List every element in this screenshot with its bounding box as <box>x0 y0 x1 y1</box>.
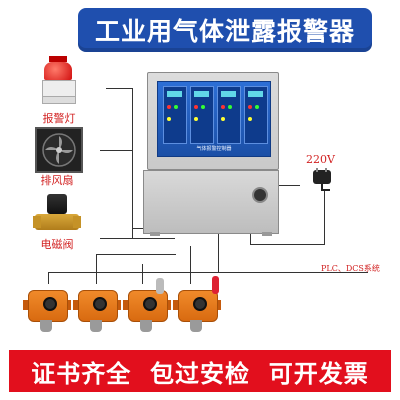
exhaust-fan-label: 排风扇 <box>40 174 74 187</box>
wire-plc-line <box>218 272 318 273</box>
wire-bus-drop-controller <box>218 232 219 272</box>
wire-det3 <box>142 264 143 284</box>
wire-left-vertical <box>132 88 133 238</box>
cabinet-lock-icon <box>252 187 268 203</box>
controller-cabinet-bottom <box>143 170 279 234</box>
wire-output-drop <box>250 232 251 244</box>
controller-cabinet-top: 气体报警控制器 <box>147 72 279 170</box>
plc-dcs-label: PLC、DCS系统 <box>321 264 380 273</box>
alarm-light-label: 报警灯 <box>42 112 76 125</box>
gas-detector-4-icon <box>172 276 222 334</box>
alarm-light-icon <box>40 56 76 106</box>
footer-slogan: 证书齐全 包过安检 可开发票 <box>31 359 369 388</box>
wire-det2-h <box>96 254 176 255</box>
exhaust-fan-icon <box>35 127 83 173</box>
page-title: 工业用气体泄露报警器 <box>94 17 355 46</box>
wire-cabinet-left <box>132 228 144 229</box>
gas-detector-2-icon <box>72 282 122 334</box>
cabinet-foot-right <box>262 232 272 236</box>
wire-det2 <box>96 254 97 284</box>
wire-output-vertical <box>324 190 325 245</box>
cabinet-foot-left <box>150 232 160 236</box>
controller-display-panel: 气体报警控制器 <box>157 81 271 157</box>
wire-bus-top <box>48 272 368 273</box>
title-banner: 工业用气体泄露报警器 <box>78 8 372 52</box>
power-label: 220V <box>306 153 335 166</box>
channel-3-display <box>217 86 241 144</box>
channel-2-display <box>190 86 214 144</box>
wire-fan <box>100 150 132 151</box>
panel-caption: 气体报警控制器 <box>196 146 232 152</box>
wire-power <box>278 185 300 186</box>
gas-detector-1-icon <box>22 282 72 334</box>
wire-det4 <box>190 246 191 284</box>
solenoid-valve-label: 电磁阀 <box>40 238 74 251</box>
footer-banner: 证书齐全 包过安检 可开发票 <box>9 350 391 392</box>
power-plug-icon <box>310 168 336 192</box>
wire-det1 <box>48 272 49 284</box>
wire-alarm-light <box>106 88 132 89</box>
wire-output-horizontal <box>250 244 325 245</box>
wire-valve <box>100 238 175 239</box>
gas-detector-3-icon <box>122 278 172 334</box>
channel-4-display <box>244 86 268 144</box>
channel-1-display <box>163 86 187 144</box>
solenoid-valve-icon <box>33 194 81 234</box>
